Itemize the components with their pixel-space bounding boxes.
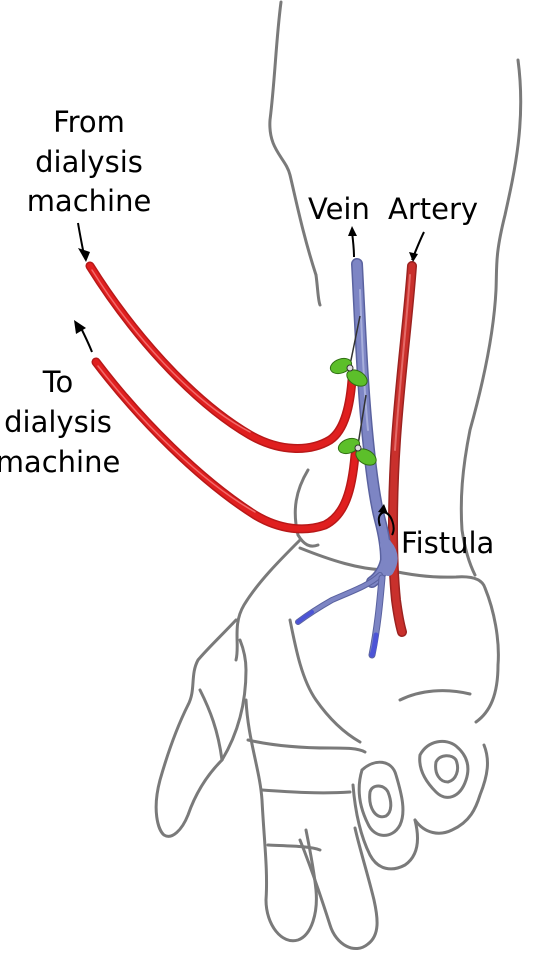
arrow-fistula [377, 504, 395, 536]
needle-icon [329, 315, 368, 387]
svg-text:machine: machine [0, 445, 120, 479]
label-artery: Artery [388, 192, 478, 226]
label-to-dialysis-machine: To dialysis machine [0, 365, 120, 479]
tube-from-machine [85, 261, 357, 453]
svg-text:To: To [42, 365, 74, 399]
svg-text:machine: machine [27, 184, 152, 218]
svg-text:From: From [53, 105, 125, 139]
artery [388, 261, 417, 637]
arm-hand-outline [154, 0, 523, 950]
label-from-dialysis-machine: From dialysis machine [27, 105, 152, 218]
svg-text:dialysis: dialysis [4, 405, 112, 439]
arrow-from-machine [77, 222, 90, 262]
arrow-vein [348, 226, 357, 258]
svg-text:dialysis: dialysis [35, 145, 143, 179]
tube-to-machine [91, 357, 360, 534]
arrow-to-machine [74, 320, 93, 353]
label-vein: Vein [308, 192, 370, 226]
needle-icon [337, 394, 377, 466]
arrow-artery [409, 231, 425, 262]
vein [295, 258, 398, 659]
label-fistula: Fistula [401, 526, 494, 560]
